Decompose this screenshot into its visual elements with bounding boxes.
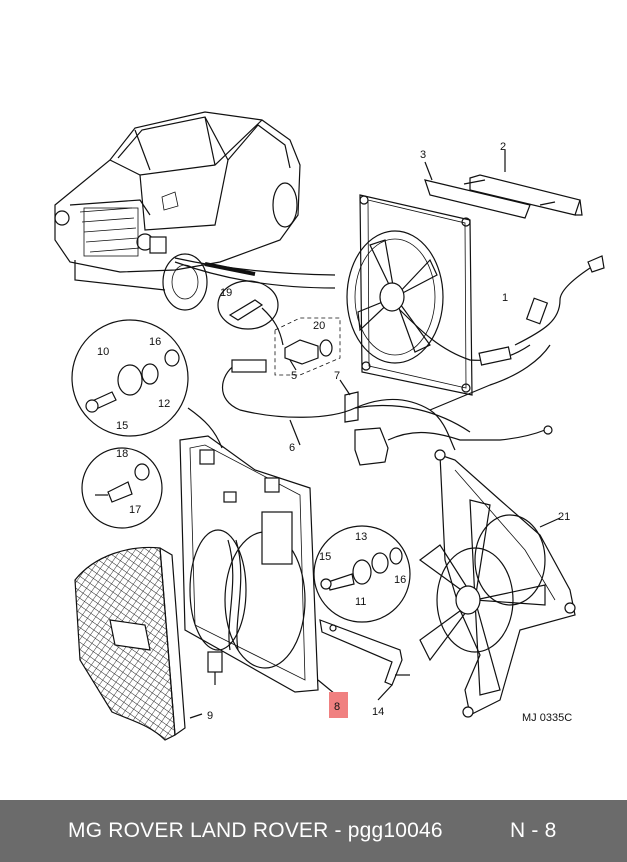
callout-9: 9 — [207, 710, 213, 722]
callout-3: 3 — [420, 149, 426, 161]
callout-12: 12 — [158, 398, 170, 410]
detail-10-12-15-16 — [71, 319, 223, 449]
callout-15b: 15 — [319, 551, 331, 563]
callout-16b: 16 — [394, 574, 406, 586]
callout-17: 17 — [129, 504, 141, 516]
callout-labels: 1 2 3 5 6 7 8 9 10 11 12 13 14 15 15 16 … — [97, 141, 572, 724]
mesh-guard-9 — [74, 546, 203, 741]
car-illustration — [54, 111, 336, 311]
callout-21: 21 — [558, 511, 570, 523]
harness-6 — [222, 344, 553, 466]
footer-bar: MG ROVER LAND ROVER - pgg10046 N - 8 — [0, 800, 627, 862]
footer-brand-ref: MG ROVER LAND ROVER - pgg10046 — [68, 819, 443, 842]
callout-6: 6 — [289, 442, 295, 454]
callout-14: 14 — [372, 706, 384, 718]
footer-page-ref: N - 8 — [510, 819, 557, 842]
callout-13: 13 — [355, 531, 367, 543]
fan-assembly-21 — [418, 449, 576, 718]
fan-assembly-1 — [346, 194, 605, 396]
callout-5: 5 — [291, 370, 297, 382]
callout-8: 8 — [334, 701, 340, 713]
callout-19: 19 — [220, 287, 232, 299]
callout-16a: 16 — [149, 336, 161, 348]
detail-11-13-15-16 — [313, 525, 411, 623]
callout-7: 7 — [334, 370, 340, 382]
callout-2: 2 — [500, 141, 506, 153]
callout-18: 18 — [116, 448, 128, 460]
callout-10: 10 — [97, 346, 109, 358]
cowl-8 — [179, 435, 336, 695]
callout-15a: 15 — [116, 420, 128, 432]
callout-11: 11 — [355, 596, 366, 608]
diagram-code: MJ 0335C — [522, 712, 572, 724]
detail-19 — [217, 280, 284, 346]
connector-group-5 — [274, 317, 341, 376]
parts-diagram: 1 2 3 5 6 7 8 9 10 11 12 13 14 15 15 16 … — [54, 111, 605, 741]
detail-17-18 — [81, 447, 163, 529]
callout-20: 20 — [313, 320, 325, 332]
bracket-14 — [319, 619, 410, 701]
brackets-2-3 — [424, 150, 583, 219]
callout-1: 1 — [502, 292, 508, 304]
callout-8-highlight — [329, 692, 348, 718]
